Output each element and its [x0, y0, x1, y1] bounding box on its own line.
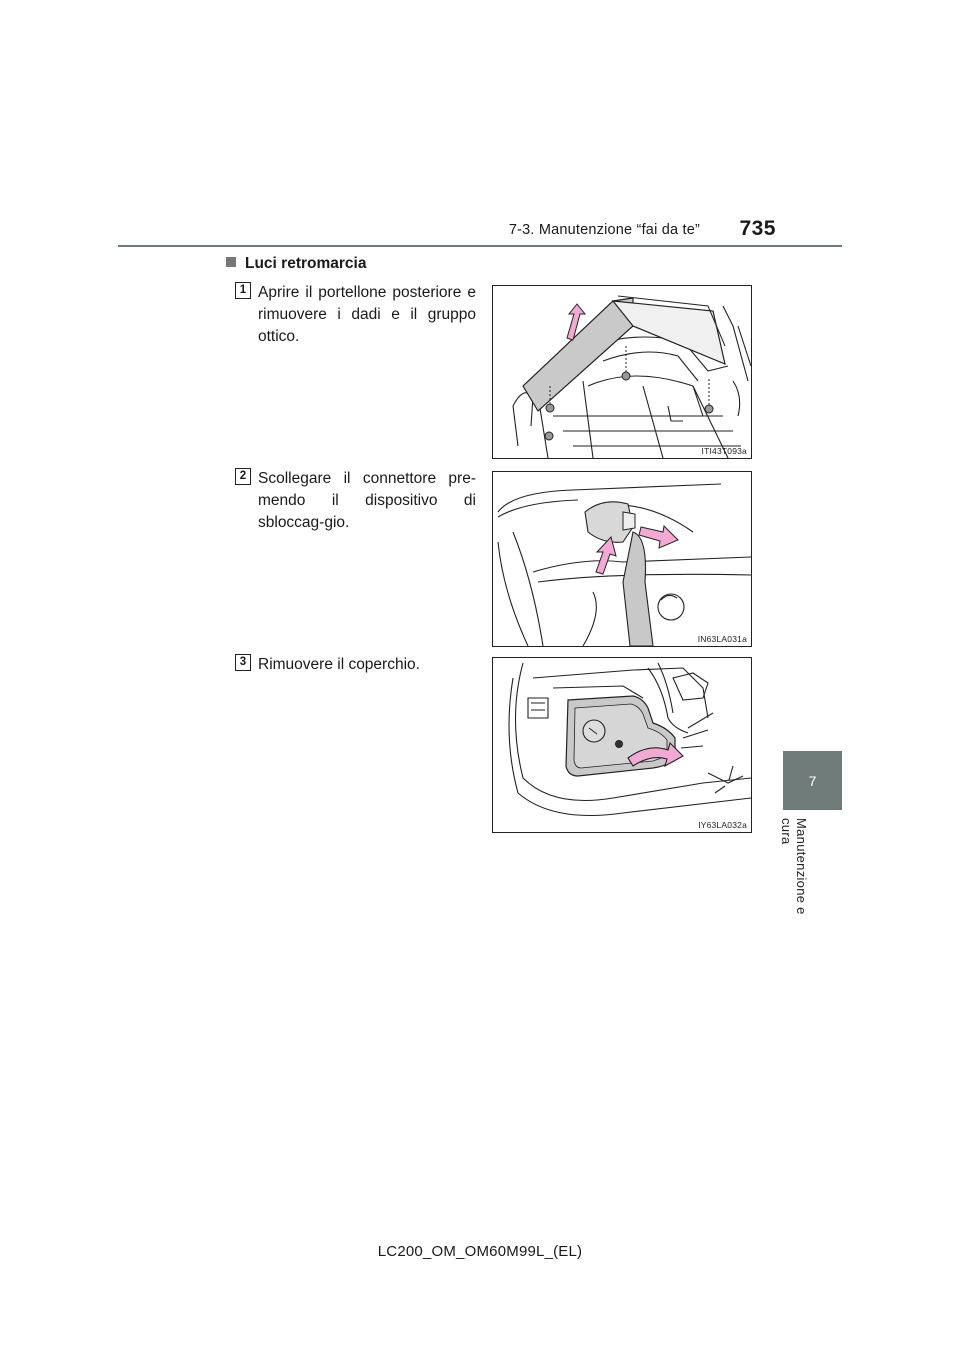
connector-illustration	[497, 483, 751, 646]
step-number-2: 2	[235, 468, 251, 485]
page-number: 735	[739, 217, 776, 240]
document-code: LC200_OM_OM60M99L_(EL)	[377, 1243, 583, 1260]
figure-rear-gate-light-removal: ITI43T093a	[492, 285, 752, 459]
step-text-1: Aprire il portellone posteriore e rimuov…	[258, 284, 476, 345]
header-section-title: 7-3. Manutenzione “fai da te”	[508, 222, 700, 238]
rear-gate-illustration	[512, 295, 751, 458]
step-text-3: Rimuovere il coperchio.	[258, 656, 420, 673]
figure-code-2: IN63LA031a	[697, 634, 747, 644]
step-number-3: 3	[235, 654, 251, 671]
figure-connector-unplug: IN63LA031a	[492, 471, 752, 647]
figure-code-3: IY63LA032a	[698, 820, 747, 830]
step-text-2: Scollegare il connettore pre-mendo il di…	[258, 470, 476, 531]
step-number-1: 1	[235, 282, 251, 299]
chapter-tab: 7	[783, 751, 842, 810]
section-heading: Luci retromarcia	[226, 255, 366, 273]
chapter-title: Manutenzione e cura	[779, 818, 809, 915]
header-divider	[118, 245, 842, 247]
cover-illustration	[508, 662, 751, 817]
section-heading-text: Luci retromarcia	[245, 255, 367, 272]
bullet-square-icon	[226, 257, 236, 267]
figure-cover-removal: IY63LA032a	[492, 657, 752, 833]
figure-code-1: ITI43T093a	[701, 446, 747, 456]
chapter-number: 7	[808, 772, 817, 789]
